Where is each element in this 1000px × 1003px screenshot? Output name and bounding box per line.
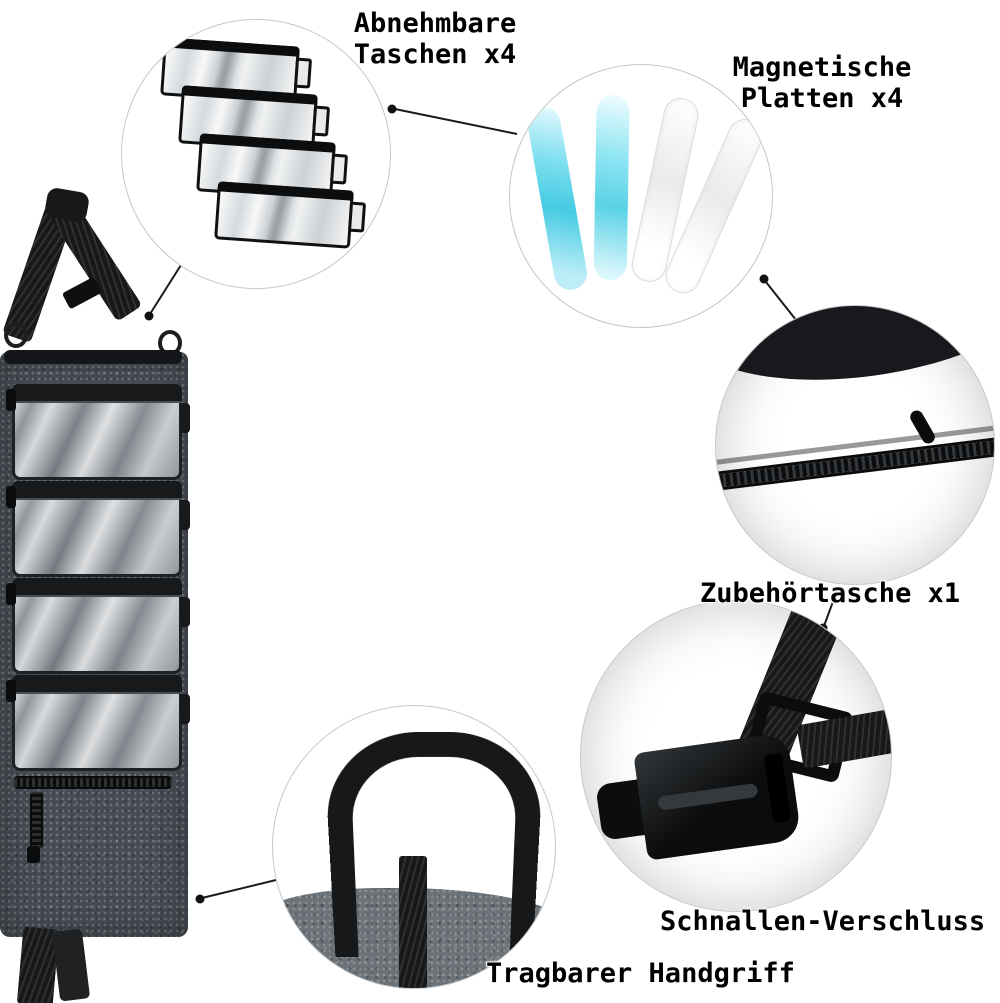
callout-carry-handle: [272, 705, 556, 989]
leader-dot: [759, 274, 769, 284]
leader-dot: [387, 104, 397, 114]
carry-handle-icon: [323, 732, 545, 957]
label-accessory-pocket: Zubehörtasche x1: [700, 578, 961, 609]
buckle-body: [633, 732, 802, 861]
leader-line: [201, 879, 277, 899]
accessory-pocket-zipper: [14, 776, 172, 789]
zipper-pull-icon: [27, 846, 40, 863]
bag-edge-shadow: [716, 306, 994, 401]
clear-pouch: [6, 384, 190, 480]
zipper-pull-icon: [6, 486, 16, 508]
side-release-buckle-icon: [590, 714, 839, 895]
magnet-plate-cyan-icon: [524, 104, 590, 293]
d-ring-left: [4, 322, 28, 348]
organizer-top-binding: [4, 350, 182, 364]
callout-buckle: [580, 600, 892, 912]
clear-pouch: [6, 675, 190, 771]
clear-pouch: [6, 578, 190, 674]
label-carry-handle: Tragbarer Handgriff: [486, 958, 795, 989]
leader-line: [149, 264, 182, 315]
callout-removable-pouches: [121, 19, 391, 289]
leader-dot: [144, 311, 154, 321]
zipper-pull-icon: [6, 583, 16, 605]
callout-magnetic-plates: [509, 64, 773, 328]
label-line: Abnehmbare: [353, 8, 517, 39]
clear-pouch: [6, 481, 190, 577]
label-line: Magnetische: [732, 52, 912, 83]
label-removable-pouches: Abnehmbare Taschen x4: [330, 8, 540, 70]
pouch-icon: [214, 181, 354, 249]
callout-accessory-pocket: [715, 305, 995, 585]
leader-dot: [195, 894, 205, 904]
zipper-pull-icon: [6, 680, 16, 702]
label-magnetic-plates: Magnetische Platten x4: [712, 52, 932, 114]
label-line: Taschen x4: [353, 39, 517, 71]
leader-line: [389, 107, 518, 135]
label-buckle: Schnallen-Verschluss: [660, 906, 986, 937]
side-zipper: [30, 792, 43, 848]
label-line: Platten x4: [740, 83, 904, 115]
center-strap-tab: [399, 856, 427, 988]
magnet-plate-cyan-icon: [593, 94, 630, 281]
zipper-pull-icon: [6, 389, 16, 411]
